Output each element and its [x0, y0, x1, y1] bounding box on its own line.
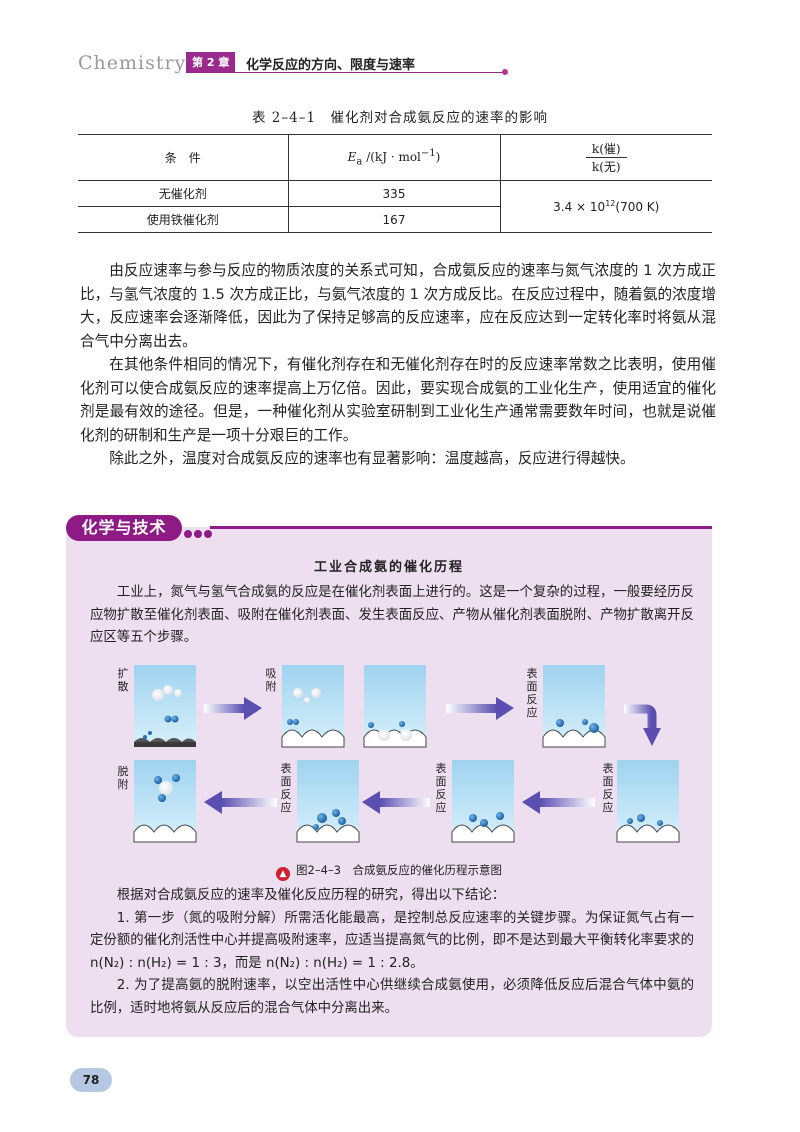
intro-paragraph: 工业上，氮气与氢气合成氨的反应是在催化剂表面上进行的。这是一个复杂的过程，一般要…: [90, 585, 694, 645]
row-condition: 无催化剂: [78, 180, 289, 207]
ratio-value: 3.4 × 1012(700 K): [500, 180, 712, 233]
page-number: 78: [70, 1068, 112, 1092]
ratio-denominator: k(无): [591, 160, 621, 174]
ratio-numerator: k(催): [585, 140, 627, 158]
conclusion-point-1: 1. 第一步（氮的吸附分解）所需活化能最高，是控制总反应速率的关键步骤。为保证氮…: [90, 908, 694, 976]
header-rule: [186, 72, 504, 73]
ea-unit: /(kJ · mol: [362, 149, 421, 164]
label-surface-reaction-3: 表面反应: [435, 762, 447, 814]
ea-unit-exp: −1: [420, 147, 436, 159]
triangle-icon: ▲: [276, 867, 290, 881]
point1-text: 1. 第一步（氮的吸附分解）所需活化能最高，是控制总反应速率的关键步骤。为保证氮…: [90, 910, 694, 949]
row-condition: 使用铁催化剂: [78, 206, 289, 233]
paragraph: 由反应速率与参与反应的物质浓度的关系式可知，合成氨反应的速率与氮气浓度的 1 次…: [80, 262, 716, 350]
ea-subscript: a: [356, 156, 363, 168]
label-surface-reaction-1: 表面反应: [526, 667, 538, 719]
ratio-mantissa: 3.4 × 10: [553, 200, 606, 214]
table-row: 无催化剂 335 3.4 × 1012(700 K): [78, 180, 712, 233]
label-surface-reaction-2: 表面反应: [602, 762, 614, 814]
label-adsorb: 吸附: [265, 667, 277, 693]
table-row: 使用铁催化剂 167: [78, 206, 712, 233]
conclusion-intro: 根据对合成氨反应的速率及催化反应历程的研究，得出以下结论：: [116, 888, 506, 903]
catalyst-table: 条 件 Ea /(kJ · mol−1) k(催) k(无) 无催化剂 335 3…: [78, 134, 712, 233]
paragraph: 除此之外，温度对合成氨反应的速率也有显著影响：温度越高，反应进行得越快。: [109, 450, 635, 467]
table-header-row: 条 件 Ea /(kJ · mol−1) k(催) k(无): [78, 134, 712, 181]
paragraph: 在其他条件相同的情况下，有催化剂存在和无催化剂存在时的反应速率常数之比表明，使用…: [80, 356, 716, 444]
label-desorb: 脱附: [117, 765, 129, 791]
col-ratio-header: k(催) k(无): [500, 134, 712, 181]
chapter-badge: 第 2 章: [186, 52, 236, 72]
subject-label: Chemistry: [78, 52, 187, 74]
row-ea: 335: [288, 180, 501, 207]
ea-unit-close: ): [435, 149, 441, 164]
feature-badge: 化学与技术: [66, 515, 182, 541]
chapter-title: 化学反应的方向、限度与速率: [246, 58, 416, 73]
point1-end: 。: [410, 955, 424, 971]
feature-dots: [184, 523, 214, 542]
conclusion-point-2: 2. 为了提高氨的脱附速率，以空出活性中心供继续合成氨使用，必须降低反应后混合气…: [90, 978, 694, 1016]
conclusions: 根据对合成氨反应的速率及催化反应历程的研究，得出以下结论： 1. 第一步（氮的吸…: [90, 885, 694, 1020]
figure-caption-text: 图2–4–3 合成氨反应的催化历程示意图: [296, 863, 502, 877]
point1-mid: ，而是: [221, 955, 266, 971]
ratio-exponent: 12: [605, 199, 616, 208]
row-ea: 167: [288, 206, 501, 233]
label-diffuse: 扩散: [117, 667, 129, 693]
header-dot: [502, 69, 508, 75]
col-condition-header: 条 件: [78, 134, 289, 181]
col-ea-header: Ea /(kJ · mol−1): [288, 134, 501, 181]
ratio-temperature: (700 K): [615, 200, 660, 214]
table-caption: 表 2–4–1 催化剂对合成氨反应的速率的影响: [251, 110, 549, 126]
feature-title: 工业合成氨的催化历程: [313, 560, 464, 575]
point1-ratio-b: n(N₂) : n(H₂) = 1 : 2.8: [265, 955, 411, 971]
body-text: 由反应速率与参与反应的物质浓度的关系式可知，合成氨反应的速率与氮气浓度的 1 次…: [80, 259, 716, 471]
point1-ratio-a: n(N₂) : n(H₂) = 1 : 3: [90, 955, 222, 971]
page-header: Chemistry 第 2 章 化学反应的方向、限度与速率: [78, 52, 508, 76]
feature-rule: [210, 526, 712, 529]
label-surface-reaction-4: 表面反应: [280, 762, 292, 814]
feature-intro: 工业上，氮气与氢气合成氨的反应是在催化剂表面上进行的。这是一个复杂的过程，一般要…: [90, 582, 694, 650]
figure-caption: ▲ 图2–4–3 合成氨反应的催化历程示意图: [276, 862, 502, 881]
ea-symbol: E: [347, 149, 357, 164]
